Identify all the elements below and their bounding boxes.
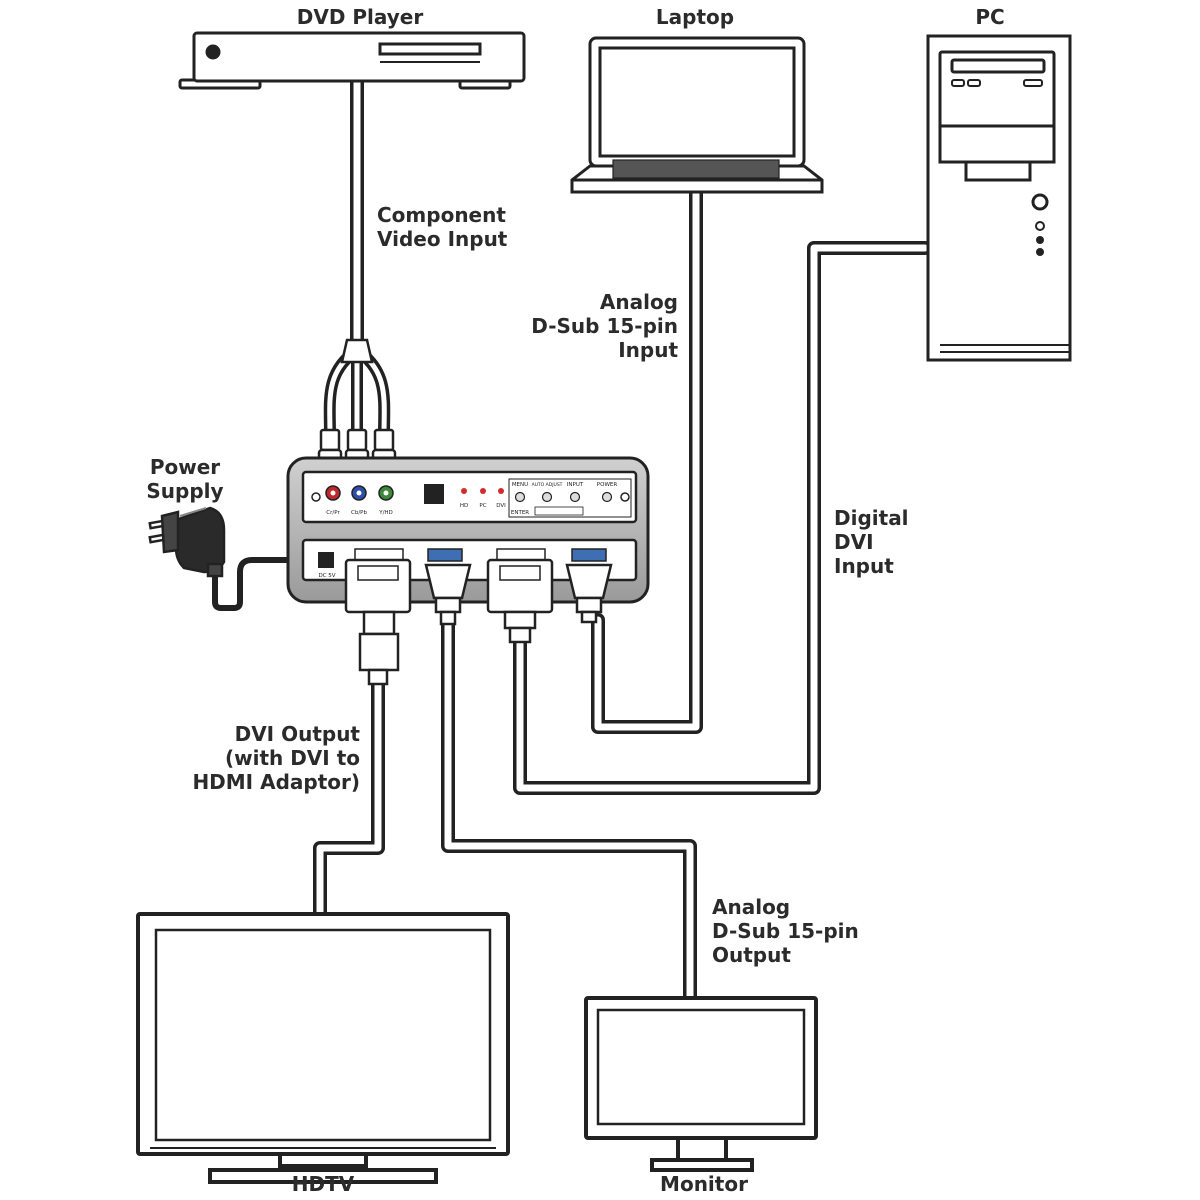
led-label-hd: HD (460, 503, 468, 509)
led-dvi (498, 488, 504, 494)
menu-button[interactable] (514, 491, 526, 503)
screw-icon (620, 492, 630, 502)
jack-label-cr: Cr/Pr (326, 510, 340, 516)
analog-dsub-output-label: Analog D-Sub 15-pin Output (712, 895, 859, 967)
dvi-output-label: DVI Output (with DVI to HDMI Adaptor) (192, 722, 360, 794)
vga-input-plug (565, 563, 613, 624)
digital-dvi-input-label: Digital DVI Input (834, 506, 909, 578)
vga-output-plug (424, 563, 472, 626)
vga-in-port (571, 548, 607, 562)
monitor-device (584, 996, 818, 1172)
pc-label: PC (975, 5, 1005, 29)
dvi-input-plug (486, 558, 554, 644)
component-splitter-boot (340, 338, 374, 364)
dvi-output-plug (344, 558, 412, 686)
power-label: POWER (597, 482, 618, 488)
button-group (508, 478, 632, 518)
laptop-device (570, 36, 824, 194)
power-supply-label: Power Supply (146, 455, 224, 503)
dvd-player-label: DVD Player (296, 5, 424, 29)
vga-out-port (427, 548, 463, 562)
monitor-label: Monitor (660, 1172, 748, 1196)
front-panel (301, 470, 638, 524)
hdtv-device (136, 912, 510, 1184)
cable-power (212, 557, 313, 611)
led-pc (480, 488, 486, 494)
ir-sensor (424, 484, 444, 504)
enter-label: ENTER (511, 510, 529, 516)
screw-icon (311, 492, 321, 502)
component-video-input-label: Component Video Input (377, 203, 508, 251)
input-label: INPUT (567, 482, 584, 488)
led-label-dvi: DVI (496, 503, 506, 509)
dc-label: DC 5V (318, 573, 335, 579)
pc-tower-device (926, 34, 1072, 362)
menu-label: MENU (512, 482, 528, 488)
cable-analog-output (441, 618, 697, 1005)
led-label-pc: PC (479, 503, 486, 509)
cable-dvi-output (313, 673, 385, 922)
cable-digital-dvi (513, 241, 932, 795)
enter-arrows (534, 506, 584, 516)
laptop-label: Laptop (655, 5, 735, 29)
hdtv-label: HDTV (291, 1172, 355, 1196)
dc-jack (318, 552, 334, 568)
led-hd (461, 488, 467, 494)
dvd-player-device (178, 31, 526, 90)
analog-dsub-input-label: Analog D-Sub 15-pin Input (531, 290, 678, 362)
auto-adjust-label: AUTO ADJUST (532, 482, 563, 488)
jack-label-cb: Cb/Pb (351, 510, 368, 516)
power-button[interactable] (601, 491, 613, 503)
power-adaptor-device (148, 506, 226, 578)
cable-analog-input (591, 183, 703, 734)
auto-adjust-button[interactable] (541, 491, 553, 503)
jack-label-y: Y/HD (378, 510, 393, 516)
input-button[interactable] (569, 491, 581, 503)
